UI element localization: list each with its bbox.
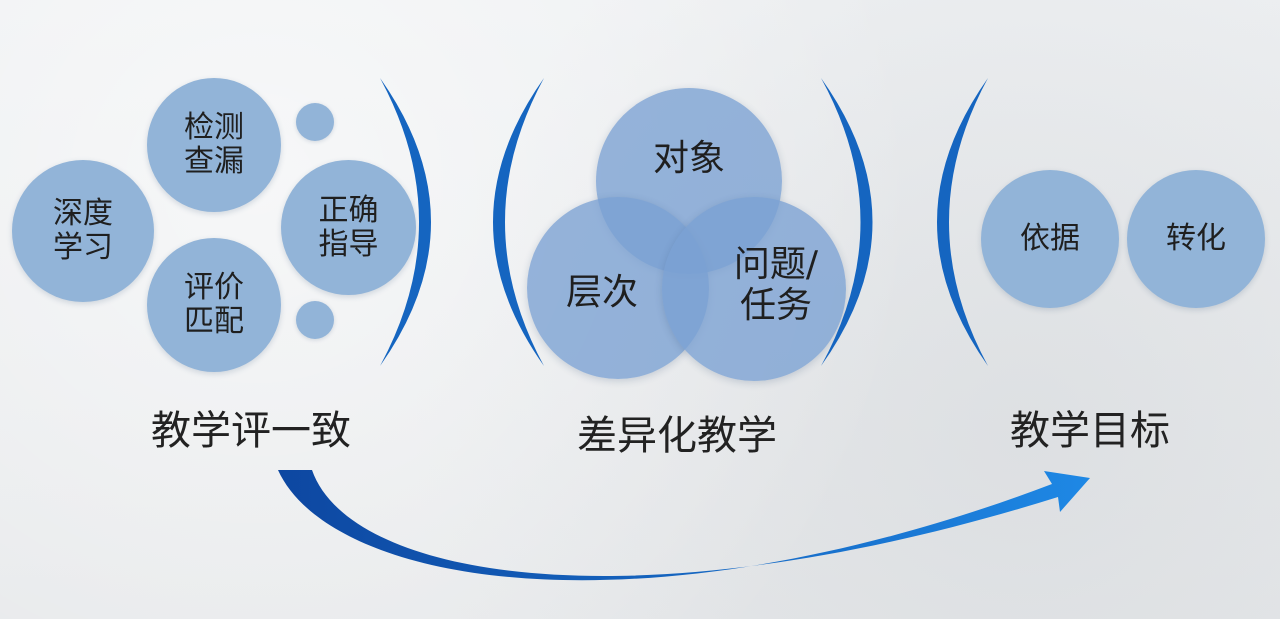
circle-detect-label: 检测 查漏 [184,110,244,179]
bracket-1 [380,78,431,366]
circle-transform-label: 转化 [1166,221,1226,257]
circle-basis: 依据 [981,170,1119,308]
bracket-2 [493,78,544,366]
circle-deep-learning-label: 深度 学习 [53,196,113,265]
venn-object-label: 对象 [652,138,725,179]
circle-detect: 检测 查漏 [147,78,281,212]
venn-level-label: 层次 [565,272,638,313]
circle-transform: 转化 [1127,170,1265,308]
circle-correct-label: 正确 指导 [318,192,379,262]
venn-task [662,197,846,381]
bracket-4 [937,78,988,366]
circle-evaluate-label: 评价 匹配 [184,270,244,339]
label-differentiated: 差异化教学 [577,413,777,459]
curved-arrow [278,470,1090,581]
label-teaching-eval: 教学评一致 [151,408,351,454]
bracket-3 [821,78,873,366]
circle-evaluate: 评价 匹配 [147,238,281,372]
dot-lower [296,301,334,339]
label-teaching-goal: 教学目标 [1010,408,1170,454]
dot-upper [296,103,334,141]
circle-basis-label: 依据 [1020,221,1080,257]
venn-task-label: 问题/ 任务 [733,244,819,327]
circle-deep-learning: 深度 学习 [12,160,154,302]
circle-correct: 正确 指导 [281,160,416,295]
